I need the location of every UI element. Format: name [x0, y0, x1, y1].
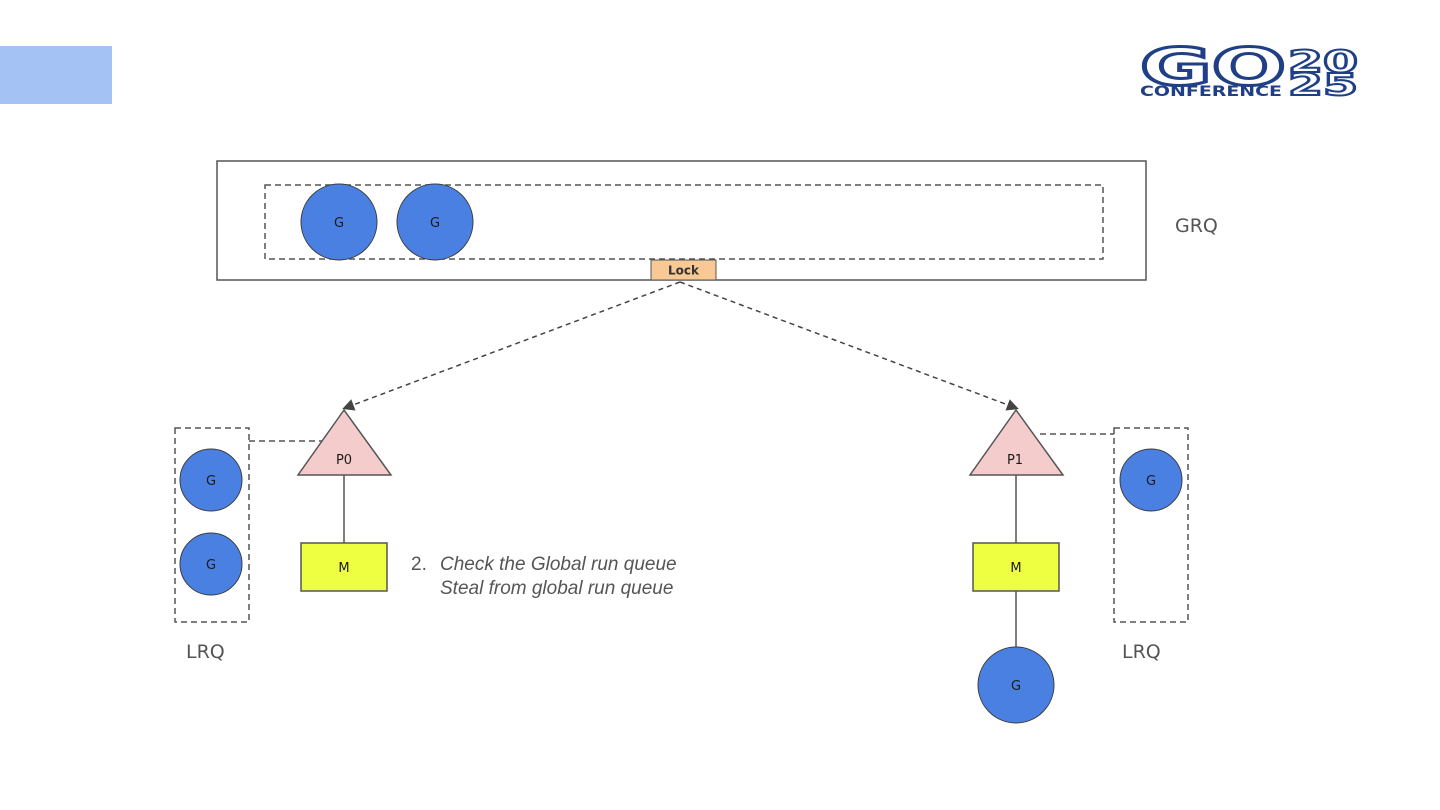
svg-text:P1: P1 — [1007, 453, 1023, 468]
steal-arrow-left — [342, 281, 681, 411]
lock-badge: Lock — [650, 259, 717, 281]
note-number: 2. — [411, 554, 427, 575]
left-lrq-goroutine: G — [179, 532, 243, 596]
processor-p0: P0 — [296, 408, 393, 476]
left-machine-m: M — [300, 542, 388, 592]
corner-accent — [0, 46, 112, 104]
svg-text:G: G — [1146, 474, 1156, 489]
note-line-1: Check the Global run queue — [440, 554, 677, 575]
left-lrq-box — [174, 427, 250, 623]
grq-label: GRQ — [1175, 215, 1218, 237]
grq-inner-queue — [264, 184, 1104, 260]
right-running-goroutine: G — [977, 646, 1055, 724]
svg-text:G: G — [334, 216, 344, 231]
svg-text:G: G — [430, 216, 440, 231]
svg-text:M: M — [338, 561, 349, 576]
left-lrq-label: LRQ — [186, 641, 225, 663]
grq-goroutine: G — [300, 183, 378, 261]
steal-arrow-right — [679, 281, 1019, 411]
left-lrq-goroutine: G — [179, 448, 243, 512]
right-machine-m: M — [972, 542, 1060, 592]
grq-goroutine: G — [396, 183, 474, 261]
right-lrq-goroutine: G — [1119, 448, 1183, 512]
note-line-2: Steal from global run queue — [440, 578, 673, 599]
processor-p1: P1 — [968, 408, 1065, 476]
right-lrq-label: LRQ — [1122, 641, 1161, 663]
svg-text:P0: P0 — [336, 453, 352, 468]
svg-text:Lock: Lock — [668, 264, 700, 278]
svg-text:G: G — [206, 474, 216, 489]
svg-text:M: M — [1010, 561, 1021, 576]
svg-text:G: G — [206, 558, 216, 573]
svg-text:G: G — [1011, 679, 1021, 694]
right-lrq-box — [1113, 427, 1189, 623]
